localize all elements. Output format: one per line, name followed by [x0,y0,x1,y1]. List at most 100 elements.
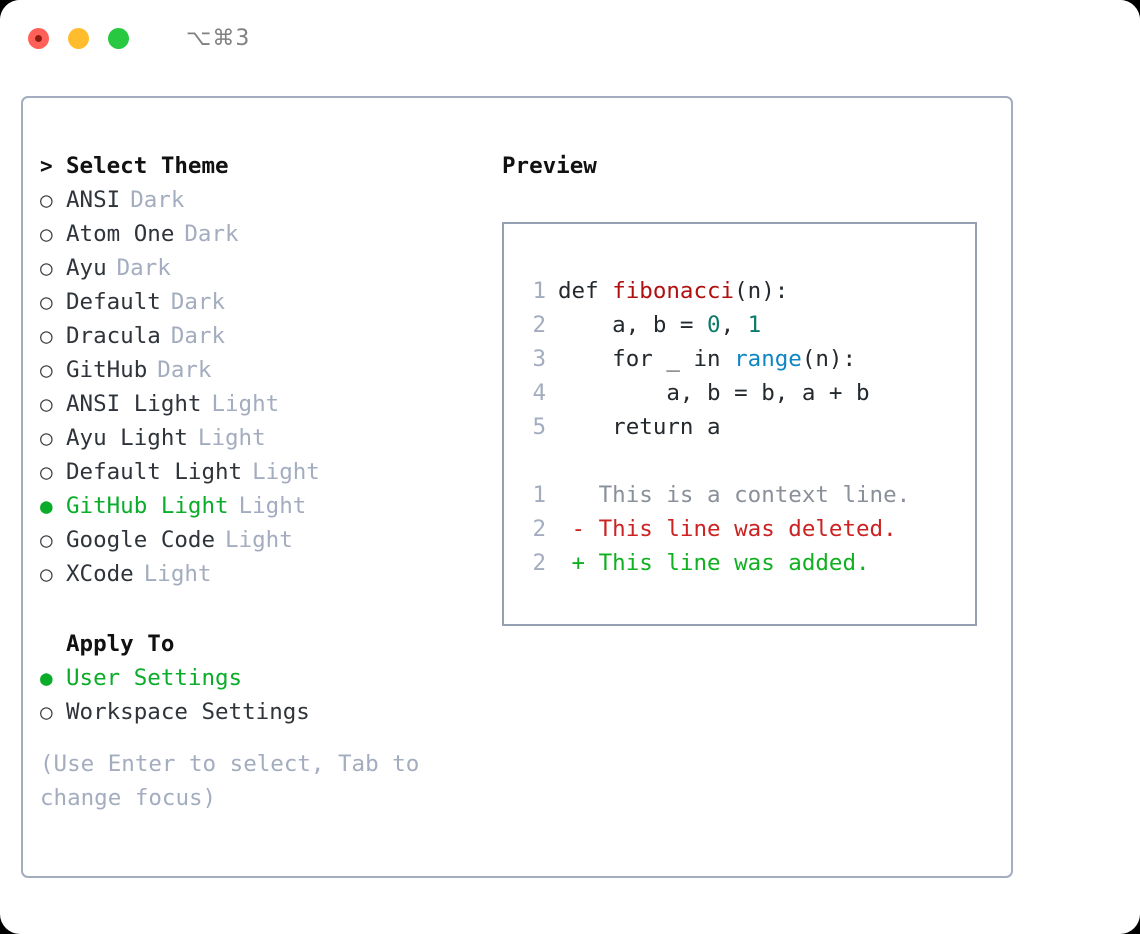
diff-line: 2 - This line was deleted. [520,512,975,546]
code-token: for _ in [558,346,735,372]
diff-sample: 1 This is a context line.2 - This line w… [520,478,975,580]
code-line: 3 for _ in range(n): [520,342,975,376]
theme-list-item[interactable]: ○ Default Light Light [40,455,500,489]
theme-name: Google Code [66,527,216,553]
line-number: 3 [532,346,546,372]
code-token: 0 [707,312,721,338]
minimize-button-icon[interactable] [68,27,89,49]
radio-unselected-icon[interactable]: ○ [40,528,53,552]
code-token: return a [558,414,721,440]
theme-variant-badge: Dark [184,221,239,247]
section-title: Apply To [66,631,175,657]
radio-unselected-icon[interactable]: ○ [40,256,53,280]
maximize-button-icon[interactable] [108,27,129,49]
theme-list-item[interactable]: ○ ANSI Light Light [40,387,500,421]
theme-list-item[interactable]: ○ Google Code Light [40,523,500,557]
apply-to-label: Workspace Settings [66,699,310,725]
theme-variant-badge: Dark [170,289,226,315]
radio-unselected-icon[interactable]: ○ [40,222,53,246]
section-title: Select Theme [66,153,229,179]
radio-unselected-icon[interactable]: ○ [40,358,53,382]
diff-line: 2 + This line was added. [520,546,975,580]
code-token: a, b = [558,312,708,338]
code-token: def [558,278,613,304]
theme-name: Default Light [66,459,243,485]
theme-name: ANSI [66,187,121,213]
line-number: 5 [532,414,546,440]
radio-unselected-icon[interactable]: ○ [40,188,53,212]
theme-variant-badge: Dark [157,357,212,383]
radio-unselected-icon[interactable]: ○ [40,562,53,586]
theme-variant-badge: Light [143,561,212,587]
theme-name: ANSI Light [66,391,202,417]
diff-text: + This line was added. [558,550,870,576]
select-theme-header: > Select Theme [40,149,500,183]
code-line: 2 a, b = 0, 1 [520,308,975,342]
radio-unselected-icon[interactable]: ○ [40,700,53,724]
theme-name: Dracula [66,323,161,349]
code-token: a, b = b, a + b [558,380,870,406]
title-bar: ⌥⌘3 [0,0,1140,76]
radio-unselected-icon[interactable]: ○ [40,392,53,416]
theme-variant-badge: Light [197,425,266,451]
theme-list-item[interactable]: ● GitHub Light Light [40,489,500,523]
code-token: (n): [734,278,789,304]
preview-title: Preview [502,153,597,179]
code-token: range [734,346,802,372]
line-number: 2 [532,312,546,338]
theme-list-item[interactable]: ○ ANSI Dark [40,183,500,217]
theme-variant-badge: Light [211,391,280,417]
line-number: 2 [532,516,546,542]
apply-to-item[interactable]: ○ Workspace Settings [40,695,500,729]
apply-to-header: Apply To [40,627,500,661]
theme-variant-badge: Dark [130,187,185,213]
code-token: (n): [801,346,857,372]
diff-text: This is a context line. [558,482,911,508]
theme-list-item[interactable]: ○ Ayu Dark [40,251,500,285]
code-token: , [720,312,748,338]
diff-text: - This line was deleted. [558,516,897,542]
theme-name: XCode [66,561,134,587]
line-number: 1 [532,278,546,304]
apply-to-list: ● User Settings ○ Workspace Settings [40,661,500,729]
radio-unselected-icon[interactable]: ○ [40,324,53,348]
close-button-icon[interactable] [28,27,49,49]
theme-name: Ayu [66,255,107,281]
theme-variant-badge: Light [225,527,293,553]
code-token: 1 [747,312,762,338]
keyboard-shortcut-label: ⌥⌘3 [186,25,251,51]
apply-to-label: User Settings [66,665,243,691]
radio-unselected-icon[interactable]: ○ [40,426,53,450]
theme-name: GitHub Light [66,493,229,519]
theme-variant-badge: Light [252,459,320,485]
code-diff-separator [520,444,975,478]
theme-variant-badge: Light [238,493,307,519]
keyboard-hint: (Use Enter to select, Tab to change focu… [40,751,420,811]
line-number: 2 [532,550,546,576]
code-line: 5 return a [520,410,975,444]
radio-selected-icon[interactable]: ● [40,666,53,690]
diff-line: 1 This is a context line. [520,478,975,512]
radio-selected-icon[interactable]: ● [40,494,53,518]
prompt-caret-icon: > [40,154,53,178]
theme-list-item[interactable]: ○ XCode Light [40,557,500,591]
radio-unselected-icon[interactable]: ○ [40,460,53,484]
radio-unselected-icon[interactable]: ○ [40,290,53,314]
line-number: 4 [532,380,546,406]
window-controls [28,27,129,49]
theme-variant-badge: Dark [116,255,171,281]
apply-to-item[interactable]: ● User Settings [40,661,500,695]
code-line: 4 a, b = b, a + b [520,376,975,410]
